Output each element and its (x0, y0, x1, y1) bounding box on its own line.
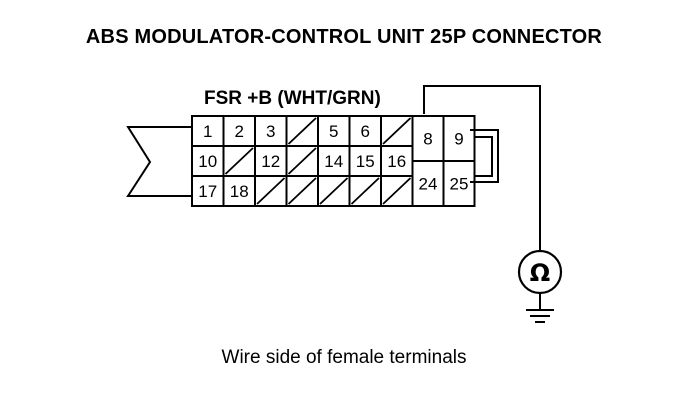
right-terminal-block: 8 9 24 25 (411, 115, 476, 207)
terminal-number: 18 (230, 182, 249, 201)
terminal-number: 24 (419, 175, 438, 194)
wire-label: FSR +B (WHT/GRN) (204, 88, 381, 109)
blank-terminal-slash (287, 117, 317, 145)
blank-terminal-slash (382, 117, 412, 145)
blank-terminal-slash (319, 177, 349, 205)
terminal-number: 12 (261, 152, 280, 171)
blank-terminal-slash (287, 147, 317, 175)
terminal-number: 17 (198, 182, 217, 201)
blank-terminal-slash (224, 147, 254, 175)
terminal-number: 5 (329, 122, 338, 141)
terminal-number: 25 (450, 175, 469, 194)
terminal-cell (222, 175, 256, 207)
terminal-cell (254, 115, 288, 147)
terminal-cell (348, 145, 382, 177)
blank-terminal-slash (256, 177, 286, 205)
caption: Wire side of female terminals (221, 347, 467, 368)
diagram-title: ABS MODULATOR-CONTROL UNIT 25P CONNECTOR (85, 26, 603, 48)
terminal-number: 9 (454, 130, 463, 149)
terminal-number: 8 (423, 130, 432, 149)
blank-terminal-slash (287, 177, 317, 205)
terminal-number: 10 (198, 152, 217, 171)
terminal-number: 1 (203, 122, 212, 141)
ohm-symbol: Ω (530, 259, 550, 287)
terminal-cell (348, 115, 382, 147)
terminal-number: 6 (361, 122, 370, 141)
terminal-number: 16 (387, 152, 406, 171)
terminal-number: 14 (324, 152, 343, 171)
ground-icon (526, 293, 554, 323)
test-wire (423, 85, 541, 250)
terminal-number: 2 (235, 122, 244, 141)
terminal-number: 15 (356, 152, 375, 171)
connector-shell (126, 126, 193, 197)
terminal-number: 3 (266, 122, 275, 141)
blank-terminal-slash (350, 177, 380, 205)
blank-terminal-slash (382, 177, 412, 205)
connector-tab (470, 129, 499, 183)
terminal-cell (317, 115, 351, 147)
terminal-cell (442, 160, 476, 207)
